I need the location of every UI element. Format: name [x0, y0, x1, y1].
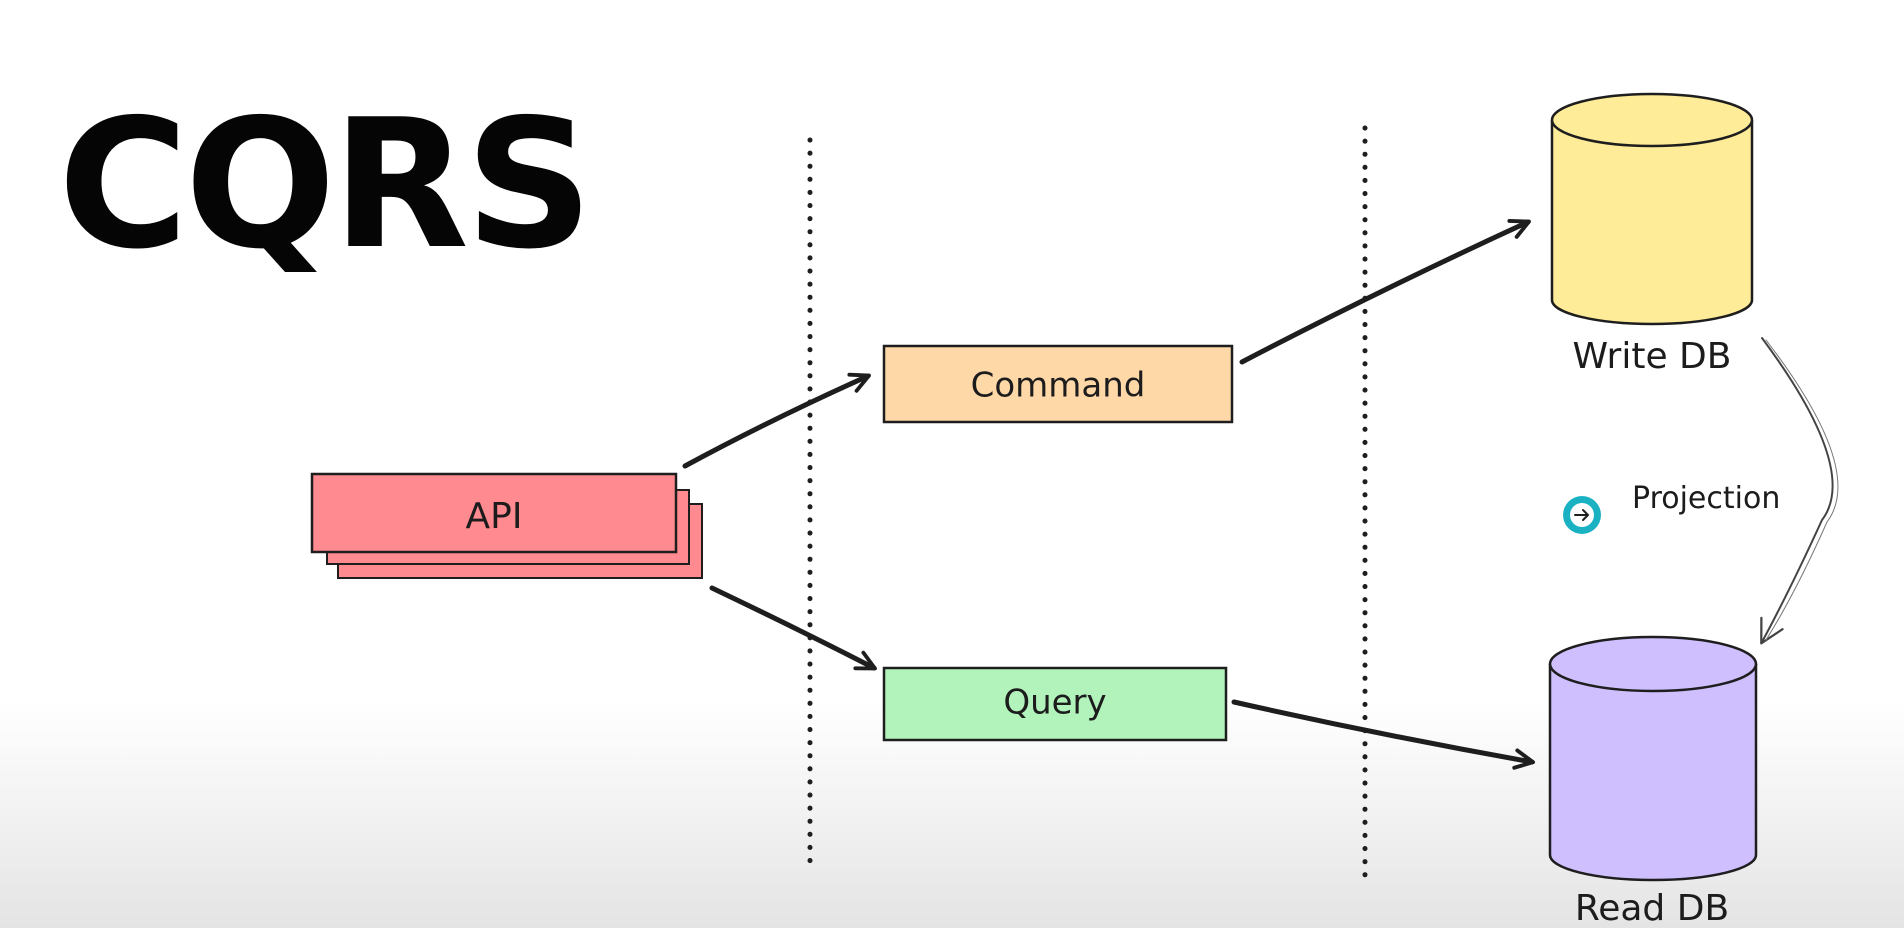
arrow-right-icon[interactable] [1563, 496, 1601, 534]
read-db-label: Read DB [1575, 888, 1729, 928]
query-label: Query [1003, 683, 1106, 723]
projection-arrow-shadow [1765, 339, 1839, 641]
arrow-api-to-command [682, 372, 871, 469]
arrow-query-to-read-db [1231, 699, 1536, 770]
command-box [882, 344, 1234, 424]
read-db-node[interactable]: Read DB [1548, 635, 1758, 928]
api-box [310, 472, 678, 554]
command-node[interactable]: Command [882, 344, 1234, 424]
write-db-body [1550, 120, 1754, 326]
projection-label: Projection [1632, 481, 1780, 516]
write-db-node[interactable]: Write DB [1550, 92, 1754, 377]
api-node[interactable]: API [310, 472, 703, 579]
query-box [882, 666, 1228, 742]
cursor-dot-arrow [1574, 509, 1589, 521]
write-db-top [1550, 92, 1754, 148]
command-label: Command [971, 366, 1146, 406]
query-node[interactable]: Query [882, 666, 1228, 742]
projection-edge[interactable]: Projection [1632, 337, 1839, 645]
arrow-api-to-query [709, 585, 877, 671]
projection-arrow [1760, 337, 1834, 645]
api-label: API [466, 496, 523, 537]
read-db-body [1548, 664, 1758, 882]
read-db-top [1548, 635, 1758, 693]
page-title: CQRS [58, 81, 593, 288]
arrow-command-to-write-db [1239, 218, 1531, 365]
write-db-label: Write DB [1573, 336, 1732, 377]
